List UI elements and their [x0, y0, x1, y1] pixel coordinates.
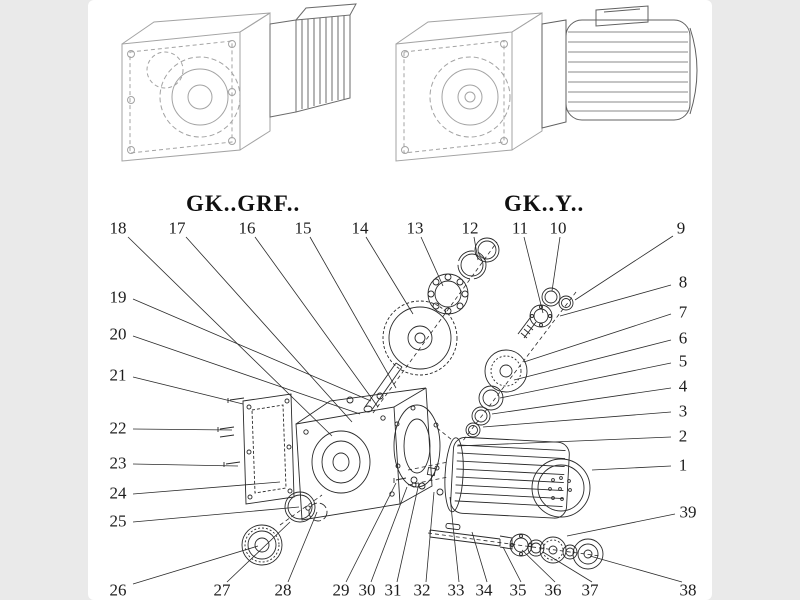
- bottom-left-parts: [241, 491, 328, 566]
- callout-17: 17: [168, 218, 186, 238]
- callout-21: 21: [109, 365, 127, 385]
- housing: [295, 387, 441, 521]
- motor: [444, 436, 591, 519]
- callout-28: 28: [274, 580, 292, 600]
- callout-26: 26: [109, 580, 127, 600]
- callout-29: 29: [332, 580, 350, 600]
- callout-25: 25: [109, 511, 127, 531]
- callout-7: 7: [678, 302, 688, 322]
- callout-2: 2: [678, 426, 688, 446]
- callout-3: 3: [678, 401, 688, 421]
- callout-14: 14: [351, 218, 369, 238]
- callout-33: 33: [447, 580, 465, 600]
- pinion-group: [465, 287, 574, 438]
- gearbox-y-drawing: [395, 12, 543, 162]
- callout-31: 31: [384, 580, 402, 600]
- grf-adapter-drawing: [269, 3, 357, 118]
- gearbox-grf-drawing: [121, 12, 271, 162]
- callout-13: 13: [406, 218, 424, 238]
- callout-38: 38: [679, 580, 697, 600]
- callout-30: 30: [358, 580, 376, 600]
- callout-16: 16: [238, 218, 256, 238]
- callout-12: 12: [461, 218, 479, 238]
- output-shaft-assembly: [429, 522, 604, 570]
- y-motor-drawing: [541, 5, 698, 129]
- exploded-view-drawing: [217, 237, 604, 570]
- callout-23: 23: [109, 453, 127, 473]
- callout-34: 34: [475, 580, 493, 600]
- callout-9: 9: [676, 218, 686, 238]
- callout-4: 4: [678, 376, 688, 396]
- callout-11: 11: [511, 218, 529, 238]
- callout-37: 37: [581, 580, 599, 600]
- cover-screws: [217, 397, 245, 467]
- model-label-grf: GK..GRF..: [186, 191, 301, 216]
- callout-32: 32: [413, 580, 431, 600]
- callout-15: 15: [294, 218, 312, 238]
- cover-plate: [242, 393, 295, 505]
- callout-10: 10: [549, 218, 567, 238]
- callout-22: 22: [109, 418, 127, 438]
- leader-lines: [127, 235, 683, 585]
- input-gear-stack: [363, 237, 500, 413]
- callout-39: 39: [679, 502, 697, 522]
- callout-18: 18: [109, 218, 127, 238]
- callout-19: 19: [109, 287, 127, 307]
- callout-36: 36: [544, 580, 562, 600]
- flange-fasteners: [393, 467, 444, 496]
- callout-27: 27: [213, 580, 231, 600]
- callout-6: 6: [678, 328, 688, 348]
- callout-35: 35: [509, 580, 527, 600]
- model-label-y: GK..Y..: [504, 191, 585, 216]
- callout-8: 8: [678, 272, 688, 292]
- callout-1: 1: [678, 455, 688, 475]
- callout-5: 5: [678, 351, 688, 371]
- callout-24: 24: [109, 483, 127, 503]
- callout-20: 20: [109, 324, 127, 344]
